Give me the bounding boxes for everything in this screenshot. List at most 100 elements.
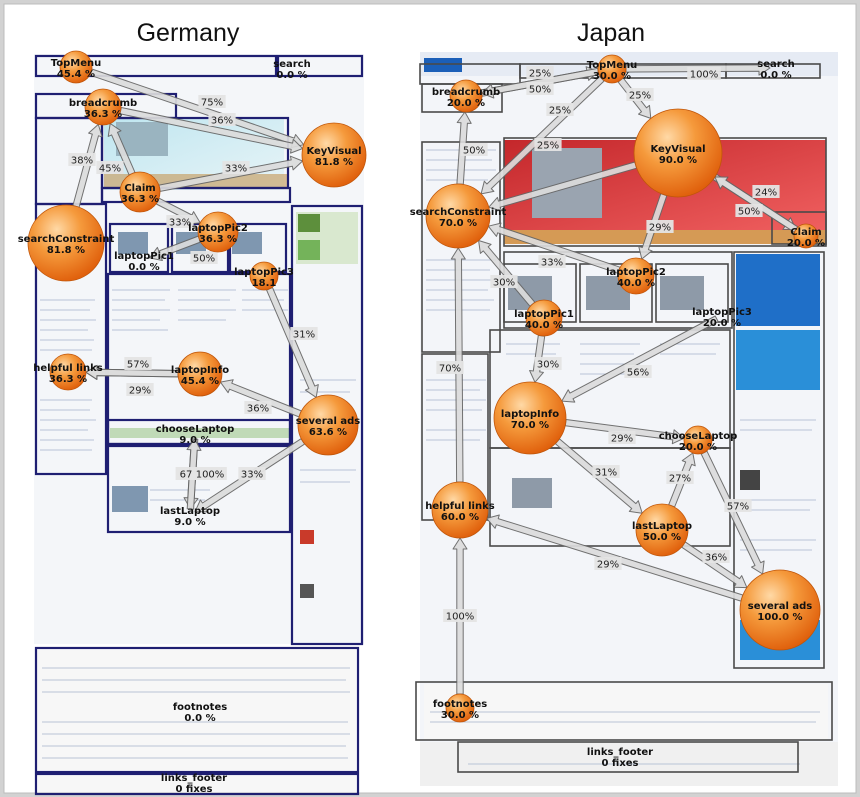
japan-edge-label-bg-10 (538, 255, 566, 268)
japan-edge-label-13: 30% (537, 360, 559, 371)
japan-label-topmenu: TopMenu (587, 60, 638, 71)
japan-arrow-10 (487, 222, 621, 274)
germany-edge-label-10: 36% (247, 404, 269, 415)
japan-edge-label-5: 50% (463, 146, 485, 157)
germany-bubble-laptoppic3 (249, 261, 279, 291)
japan-label-laptoppic1: laptopPic1 (514, 309, 574, 320)
japan-label-claim: Claim (790, 227, 821, 238)
japan-label-laptopinfo: laptopInfo (501, 409, 559, 420)
germany-edge-label-bg-4 (222, 161, 250, 174)
japan-edge-label-2: 50% (529, 85, 551, 96)
japan-edge-label-9: 29% (649, 223, 671, 234)
germany-edge-label-bg-10 (244, 401, 272, 414)
germany-edge-label-bg-11 (175, 467, 197, 480)
germany-label-linksfooter: links_footer (161, 773, 227, 784)
japan-arrow-11 (478, 240, 536, 307)
japan-label-severalads: several ads (748, 601, 813, 612)
germany-label-breadcrumb: breadcrumb (69, 98, 137, 109)
japan-value-breadcrumb: 20.0 % (447, 98, 485, 109)
panel-title-japan: Japan (577, 19, 645, 47)
japan-value-search: 0.0 % (760, 70, 791, 81)
japan-edge-label-bg-17 (666, 471, 694, 484)
germany-bubble-severalads (297, 394, 359, 456)
germany-value-laptopinfo: 45.4 % (181, 376, 219, 387)
germany-label-lastlaptop: lastLaptop (160, 506, 220, 517)
panel-title-germany: Germany (137, 19, 240, 47)
japan-bubble-searchconstraint (425, 183, 491, 249)
japan-value-laptoppic3: 20.0 % (703, 318, 741, 329)
japan-label-chooselaptop: chooseLaptop (659, 431, 738, 442)
japan-edge-label-bg-9 (646, 220, 674, 233)
japan-value-lastlaptop: 50.0 % (643, 532, 681, 543)
japan-edge-label-3: 25% (549, 106, 571, 117)
japan-edge-label-bg-21 (443, 609, 477, 622)
germany-value-helpfullinks: 36.3 % (49, 374, 87, 385)
japan-edge-label-bg-12 (624, 365, 652, 378)
japan-edge-label-0: 25% (529, 69, 551, 80)
germany-value-laptoppic2: 36.3 % (199, 234, 237, 245)
japan-edge-label-bg-11 (490, 275, 518, 288)
japan-bubble-breadcrumb (449, 79, 483, 113)
germany-arrow-7 (266, 287, 319, 398)
japan-arrow-18 (700, 450, 765, 575)
germany-edge-label-1: 36% (211, 116, 233, 127)
japan-edge-label-bg-20 (594, 557, 622, 570)
japan-bubble-helpfullinks (431, 481, 489, 539)
japan-edge-label-bg-5 (460, 143, 488, 156)
japan-edge-label-bg-2 (526, 82, 554, 95)
germany-label-search: search (273, 59, 310, 70)
japan-edge-label-bg-8 (735, 204, 763, 217)
japan-edge-label-bg-1 (687, 67, 721, 80)
germany-edge-label-bg-6 (190, 251, 218, 264)
germany-edge-label-bg-13 (238, 467, 266, 480)
germany-aoi-regions (34, 54, 364, 796)
japan-bubble-laptoppic1 (525, 299, 563, 337)
germany-bubble-laptopinfo (177, 351, 223, 397)
germany-edge-label-13: 33% (241, 470, 263, 481)
germany-value-chooselaptop: 9.0 % (179, 435, 210, 446)
germany-bubble-breadcrumb (84, 88, 122, 126)
germany-bubble-claim (119, 171, 161, 213)
japan-edge-label-bg-15 (608, 431, 636, 444)
japan-edge-label-18: 57% (727, 502, 749, 513)
fixation-bubbles: TopMenu 45.4 % search 0.0 % breadcrumb 36.3 %… (18, 50, 825, 795)
germany-value-searchconstraint: 81.8 % (47, 245, 85, 256)
japan-edge-label-bg-18 (724, 499, 752, 512)
germany-label-keyvisual: KeyVisual (306, 146, 361, 157)
germany-arrow-10 (219, 379, 302, 418)
germany-edge-label-11: 67 (180, 470, 193, 481)
japan-edge-label-14: 70% (439, 364, 461, 375)
japan-bubble-topmenu (597, 54, 627, 84)
japan-edge-label-bg-3 (546, 103, 574, 116)
japan-label-keyvisual: KeyVisual (650, 144, 705, 155)
germany-label-severalads: several ads (296, 416, 361, 427)
japan-edge-label-bg-19 (702, 550, 730, 563)
germany-value-topmenu: 45.4 % (57, 69, 95, 80)
germany-value-lastlaptop: 9.0 % (174, 517, 205, 528)
japan-bubble-footnotes (445, 693, 475, 723)
germany-label-laptoppic3: laptopPic3 (234, 267, 294, 278)
japan-edge-label-19: 36% (705, 553, 727, 564)
japan-bubble-chooselaptop (683, 425, 713, 455)
germany-edge-label-bg-3 (96, 161, 124, 174)
japan-label-searchconstraint: searchConstraint (410, 207, 507, 218)
japan-bubble-keyvisual (633, 108, 723, 198)
japan-value-claim: 20.0 % (787, 238, 825, 249)
japan-edge-label-8: 50% (738, 207, 760, 218)
germany-edge-label-8: 57% (127, 360, 149, 371)
japan-edge-label-11: 30% (493, 278, 515, 289)
japan-arrow-12 (561, 315, 719, 403)
japan-edge-label-4: 25% (629, 91, 651, 102)
germany-arrow-6 (149, 235, 201, 261)
germany-bubble-topmenu (59, 50, 93, 84)
japan-bubble-claim (793, 223, 819, 249)
germany-label-chooselaptop: chooseLaptop (156, 424, 235, 435)
germany-edge-label-bg-9 (126, 383, 154, 396)
japan-bubble-laptoppic2 (617, 257, 655, 295)
germany-label-laptopinfo: laptopInfo (171, 365, 229, 376)
japan-edge-label-15: 29% (611, 434, 633, 445)
japan-edge-label-bg-7 (752, 185, 780, 198)
japan-value-keyvisual: 90.0 % (659, 155, 697, 166)
japan-value-laptoppic2: 40.0 % (617, 278, 655, 289)
